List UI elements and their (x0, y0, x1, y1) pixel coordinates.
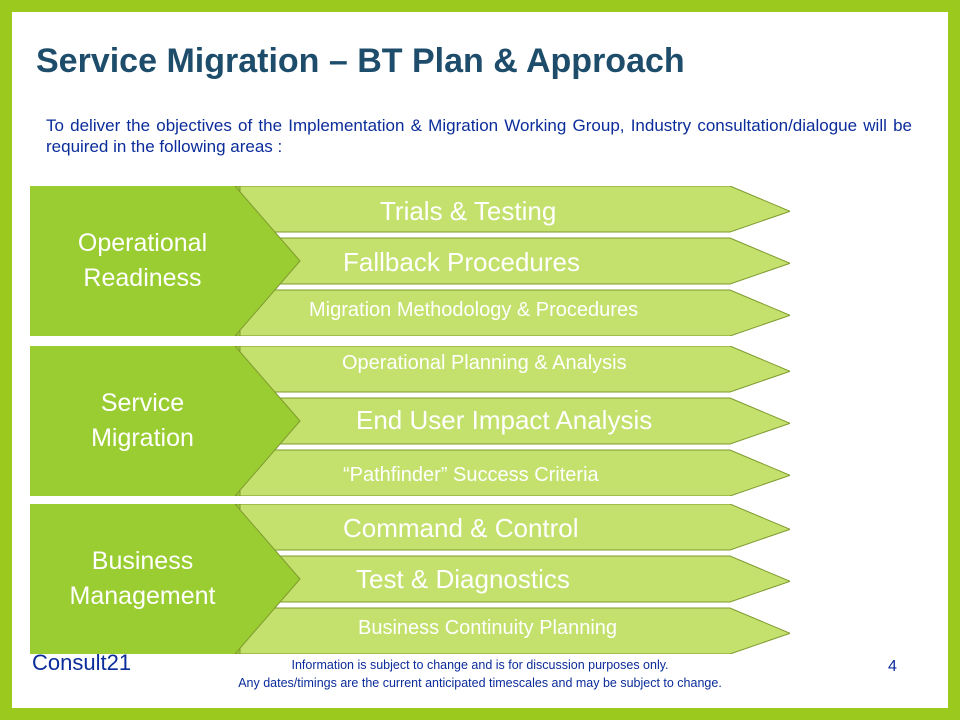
group-label: Operational Readiness (77, 229, 208, 292)
slide-title: Service Migration – BT Plan & Approach (36, 42, 685, 80)
item-migration-methodology: Migration Methodology & Procedures (309, 299, 639, 321)
group-operational-readiness: Operational Readiness Trials & Testing F… (30, 186, 790, 336)
group-chevron-diagram (30, 186, 790, 336)
group-label: Business Management (69, 547, 216, 610)
disclaimer-line-2: Any dates/timings are the current antici… (238, 676, 722, 690)
group-chevron-edge (234, 186, 301, 336)
item-operational-planning: Operational Planning & Analysis (342, 352, 627, 374)
item-business-continuity: Business Continuity Planning (358, 617, 618, 639)
group-chevron (30, 186, 300, 336)
page-number: 4 (888, 658, 897, 675)
item-trials-testing: Trials & Testing (380, 196, 557, 226)
group-chevron (30, 346, 300, 496)
item-pathfinder-criteria: “Pathfinder” Success Criteria (343, 464, 599, 486)
group-label: Service Migration (91, 389, 194, 452)
item-test-diagnostics: Test & Diagnostics (356, 564, 570, 594)
disclaimer-line-1: Information is subject to change and is … (291, 658, 669, 672)
group-service-migration: Service Migration Operational Planning &… (30, 346, 790, 496)
disclaimer: Information is subject to change and is … (160, 656, 800, 692)
group-chevron-diagram (30, 346, 790, 496)
group-chevron-edge (234, 346, 301, 496)
group-chevron-diagram (30, 504, 790, 654)
item-fallback-procedures: Fallback Procedures (343, 247, 580, 277)
group-chevron-edge (234, 504, 301, 654)
item-command-control: Command & Control (343, 513, 579, 543)
group-chevron (30, 504, 300, 654)
intro-text: To deliver the objectives of the Impleme… (46, 116, 912, 156)
brand-name: Consult21 (32, 650, 132, 675)
group-business-management: Business Management Command & Control Te… (30, 504, 790, 654)
item-end-user-impact: End User Impact Analysis (356, 405, 653, 435)
